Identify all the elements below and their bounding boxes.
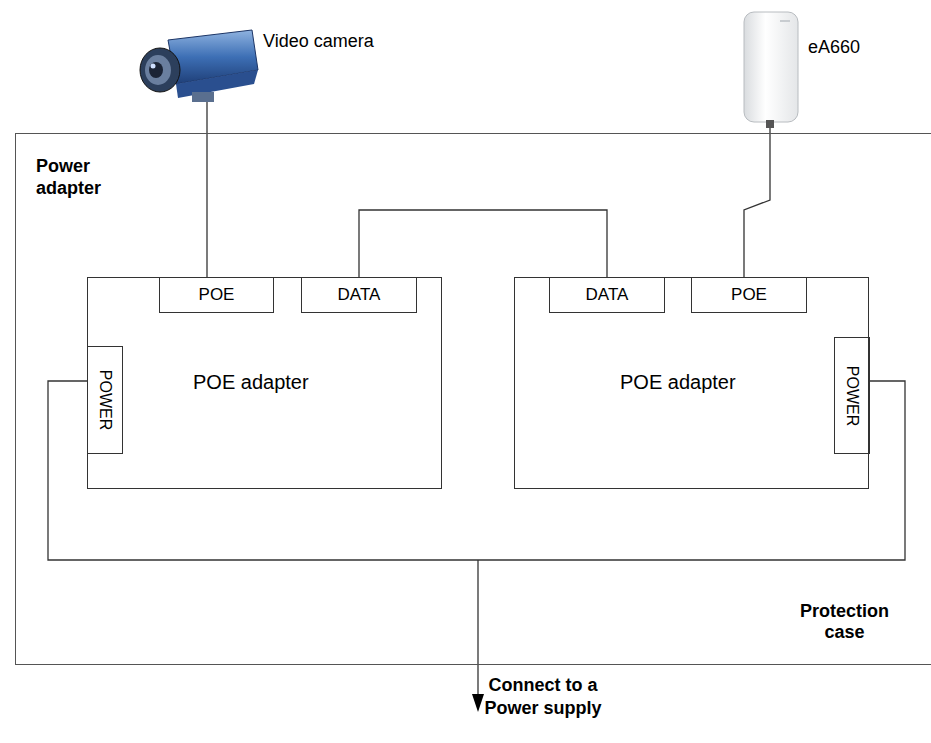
case-label: Protection case [782,601,907,644]
data-port: DATA [301,277,417,313]
device-label: Video camera [263,30,374,53]
port-label: POE [692,285,806,305]
adapter-label: POE adapter [620,370,736,394]
port-label: POWER [95,370,114,430]
adapter-label: POE adapter [193,370,309,394]
poe-adapter: POE adapter POE DATA POWER [87,277,442,489]
port-label: POE [160,285,273,305]
access-point-cable [769,128,770,150]
video-camera-icon [140,30,258,102]
access-point-cable [744,150,770,277]
port-label: DATA [550,285,664,305]
device-label: eA660 [808,36,860,59]
power-supply-lead [477,560,478,698]
supply-label: Connect to a Power supply [468,674,618,719]
arrowhead [472,694,484,712]
port-label: POWER [842,365,861,425]
poe-port: POE [691,277,807,313]
port-label: DATA [302,285,416,305]
poe-port: POE [159,277,274,313]
data-port: DATA [549,277,665,313]
camera-cable [206,102,207,277]
case-heading: Power adapter [36,156,146,199]
connector [48,381,905,560]
access-point-icon [744,12,798,128]
poe-adapter: POE adapter DATA POE POWER [514,277,869,489]
power-port: POWER [834,337,870,454]
power-port: POWER [87,346,123,454]
protection-case: Power adapterProtection casePOE adapterP… [15,133,931,665]
connector [359,210,607,277]
